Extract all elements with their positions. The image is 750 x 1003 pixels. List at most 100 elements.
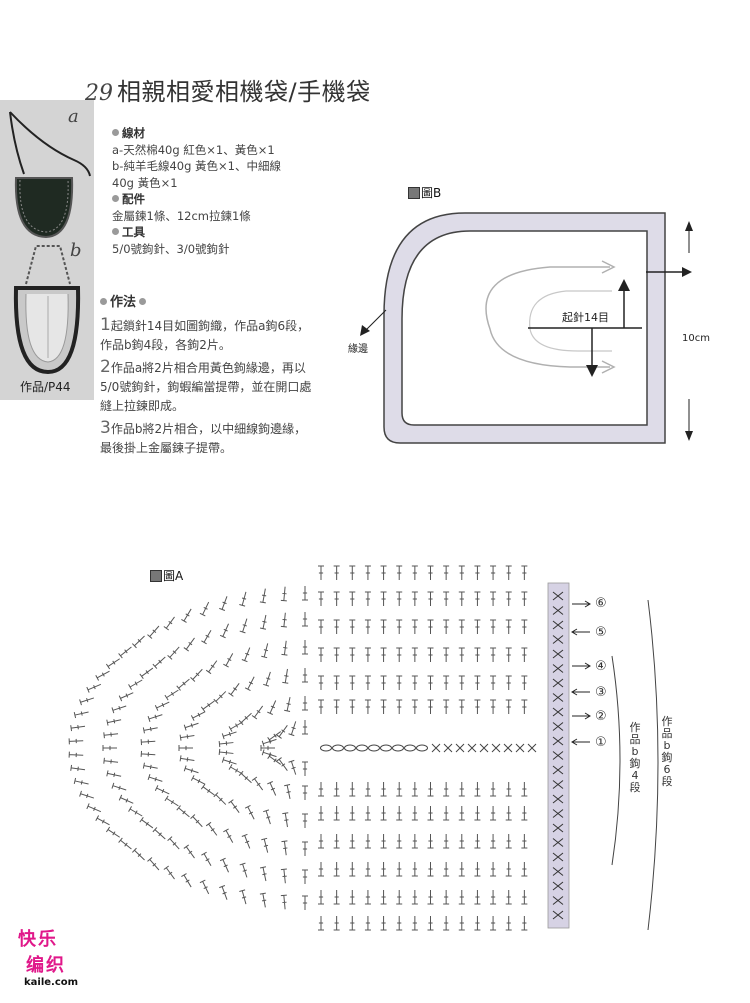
stitch-mark [167,836,180,850]
stitch-mark [218,748,234,756]
chain-stitch [515,743,525,753]
strip-stitch [552,867,564,876]
stitch-mark [364,834,371,849]
stitch-mark [443,647,450,662]
stitch-mark [333,834,340,849]
stitch-mark [333,862,340,877]
method-heading: 作法 [100,293,312,312]
stitch-mark [261,738,277,747]
stitch-mark [218,740,234,748]
stitch-mark [521,591,528,606]
stitch-mark [411,619,418,634]
chain-stitch [479,743,489,753]
chain-stitch [467,743,477,753]
stitch-mark [190,775,206,785]
stitch-mark [239,618,248,634]
chain-stitch [416,744,428,752]
stitch-mark [458,834,465,849]
method-step: 1起鎖針14目如圖鉤織，作品a鉤6段，作品b鉤4段，各鉤2片。 [100,315,310,353]
stitch-mark [139,816,154,829]
stitch-mark [183,844,195,859]
strip-stitch [552,736,564,746]
stitch-mark [302,841,308,856]
stitch-mark [267,753,282,765]
stitch-mark [427,834,434,849]
stitch-mark [183,722,199,731]
diagram-b: 起針14目 緣邊 10cm [348,212,710,444]
stitch-mark [318,619,324,634]
stitch-mark [458,619,465,634]
stitch-mark [474,806,481,821]
stitch-mark [106,719,122,726]
stitch-mark [276,757,288,771]
stitch-mark [288,759,297,775]
stitch-mark [302,696,308,711]
stitch-mark [505,916,512,931]
stitch-mark [380,619,387,634]
stitch-mark [411,675,418,690]
stitch-mark [79,697,95,706]
stitch-mark [95,815,110,826]
stitch-mark [106,770,122,777]
stitch-mark [223,653,234,668]
stitch-mark [364,647,371,662]
stitch-mark [228,682,240,697]
chain-stitch [503,743,513,753]
stitch-mark [443,619,450,634]
stitch-mark [364,675,371,690]
stitch-mark [280,612,287,628]
materials-section: 線材 a-天然棉40g 紅色×1、黃色×1 b-純羊毛線40g 黃色×1、中細線… [112,125,322,257]
stitch-mark [396,565,403,580]
strip-stitch [552,620,564,630]
stitch-mark [86,683,102,693]
stitch-mark [238,770,252,784]
strip-stitch [552,649,564,659]
stitch-mark [427,782,434,797]
stitch-mark [183,637,195,652]
strip-stitch [552,635,564,644]
stitch-mark [474,834,481,849]
stitch-mark [118,837,132,850]
stitch-mark [142,762,158,770]
stitch-mark [349,916,356,931]
strip-stitch [552,765,564,775]
stitch-mark [251,705,264,720]
stitch-mark [396,591,403,606]
stitch-mark [364,565,371,580]
stitch-mark [176,678,190,691]
stitch-mark [505,862,512,877]
stitch-mark [490,675,497,690]
stitch-mark [228,799,240,814]
stitch-mark [364,890,371,905]
stitch-mark [505,890,512,905]
stitch-mark [263,671,271,687]
chain-stitch [491,743,501,753]
stitch-mark [505,675,512,690]
stitch-mark [443,862,450,877]
chain-stitch [404,744,416,752]
row-arrow [571,688,590,696]
stitch-mark [223,828,234,843]
stitch-mark [201,851,212,867]
bag-b-photo [13,245,81,374]
stitch-mark [458,591,465,606]
stitch-mark [302,720,308,735]
stitch-mark [474,565,481,580]
stitch-mark [443,675,450,690]
stitch-mark [152,827,166,840]
stitch-mark [458,565,465,580]
stitch-mark [244,676,255,692]
stitch-mark [349,675,356,690]
stitch-mark [490,619,497,634]
stitch-mark [333,699,340,714]
stitch-mark [521,699,528,714]
stitch-mark [427,890,434,905]
stitch-mark [396,862,403,877]
stitch-mark [505,806,512,821]
stitch-mark [380,565,387,580]
stitch-mark [380,806,387,821]
stitch-mark [411,699,418,714]
diagram-b-label: 圖B [408,184,441,201]
stitch-mark [118,692,134,702]
